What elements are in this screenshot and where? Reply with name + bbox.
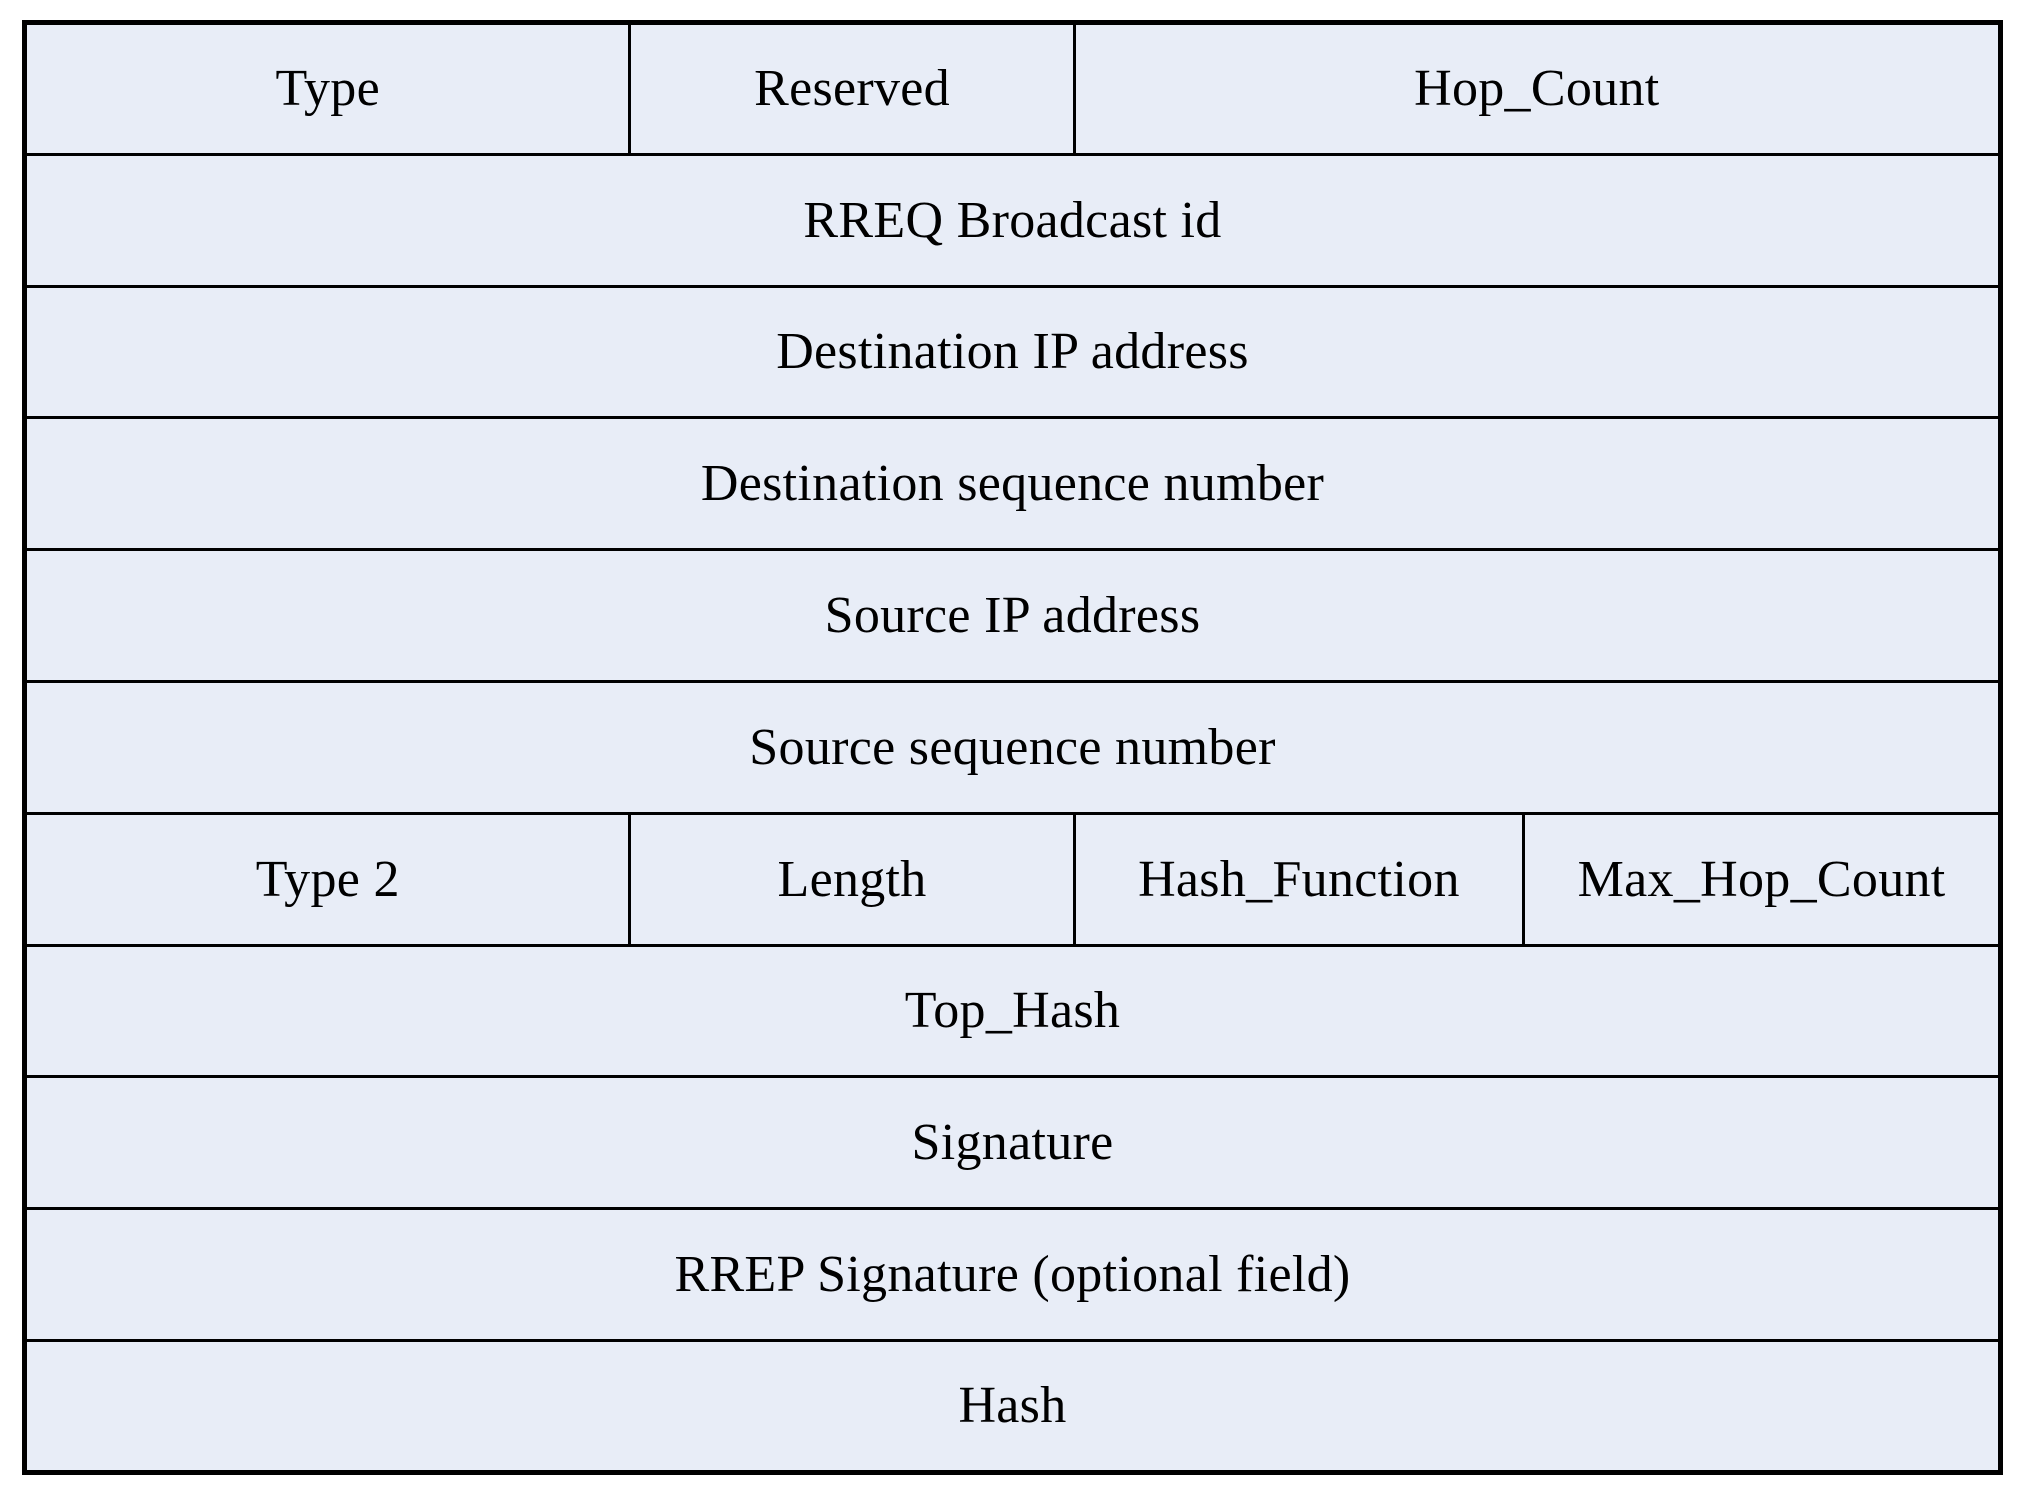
table-row: Source sequence number [23,679,2002,815]
table-row: Destination sequence number [23,416,2002,552]
field-label-reserved: Reserved [754,60,950,118]
table-row: Source IP address [23,548,2002,683]
field-label-destination-ip-address: Destination IP address [776,323,1249,381]
field-cell-top-hash: Top_Hash [23,943,2002,1079]
field-label-length: Length [777,850,927,908]
packet-format-table: Type Reserved Hop_Count RREQ Broadcast i… [22,20,2003,1475]
field-label-hash: Hash [958,1377,1067,1435]
field-label-source-sequence-number: Source sequence number [749,718,1276,776]
field-cell-rrep-signature: RREP Signature (optional field) [23,1207,2002,1342]
field-label-type-2: Type 2 [255,850,400,908]
table-row: Signature [23,1075,2002,1211]
field-cell-source-sequence-number: Source sequence number [23,679,2002,815]
field-label-type: Type [275,60,380,118]
field-cell-rreq-broadcast-id: RREQ Broadcast id [23,152,2002,288]
field-cell-hash: Hash [23,1338,2002,1474]
table-row: RREQ Broadcast id [23,152,2002,288]
field-label-destination-sequence-number: Destination sequence number [700,455,1325,513]
packet-table-body: Type Reserved Hop_Count RREQ Broadcast i… [22,21,2003,1474]
field-label-source-ip-address: Source IP address [824,586,1201,644]
field-cell-source-ip-address: Source IP address [23,548,2002,683]
table-row: Type 2 Length Hash_Function Max_Hop_Coun… [22,811,2002,947]
table-row: Top_Hash [23,943,2002,1079]
field-cell-max-hop-count: Max_Hop_Count [1522,811,2002,947]
field-cell-destination-sequence-number: Destination sequence number [23,416,2002,552]
field-label-max-hop-count: Max_Hop_Count [1577,850,1946,908]
field-cell-type: Type [22,21,632,156]
field-cell-type-2: Type 2 [22,811,632,947]
field-label-hash-function: Hash_Function [1138,850,1460,908]
field-label-rreq-broadcast-id: RREQ Broadcast id [803,191,1222,249]
field-label-rrep-signature: RREP Signature (optional field) [674,1245,1351,1303]
field-cell-length: Length [628,811,1076,947]
field-cell-hash-function: Hash_Function [1072,811,1526,947]
field-cell-hop-count: Hop_Count [1072,21,2003,156]
table-row: RREP Signature (optional field) [23,1207,2002,1342]
field-label-hop-count: Hop_Count [1414,60,1660,118]
field-label-signature: Signature [911,1114,1114,1172]
field-cell-signature: Signature [23,1075,2002,1211]
table-row: Destination IP address [23,284,2002,420]
field-cell-destination-ip-address: Destination IP address [23,284,2002,420]
field-cell-reserved: Reserved [628,21,1076,156]
field-label-top-hash: Top_Hash [904,982,1121,1040]
table-row: Hash [23,1338,2002,1474]
table-row: Type Reserved Hop_Count [22,21,2003,156]
